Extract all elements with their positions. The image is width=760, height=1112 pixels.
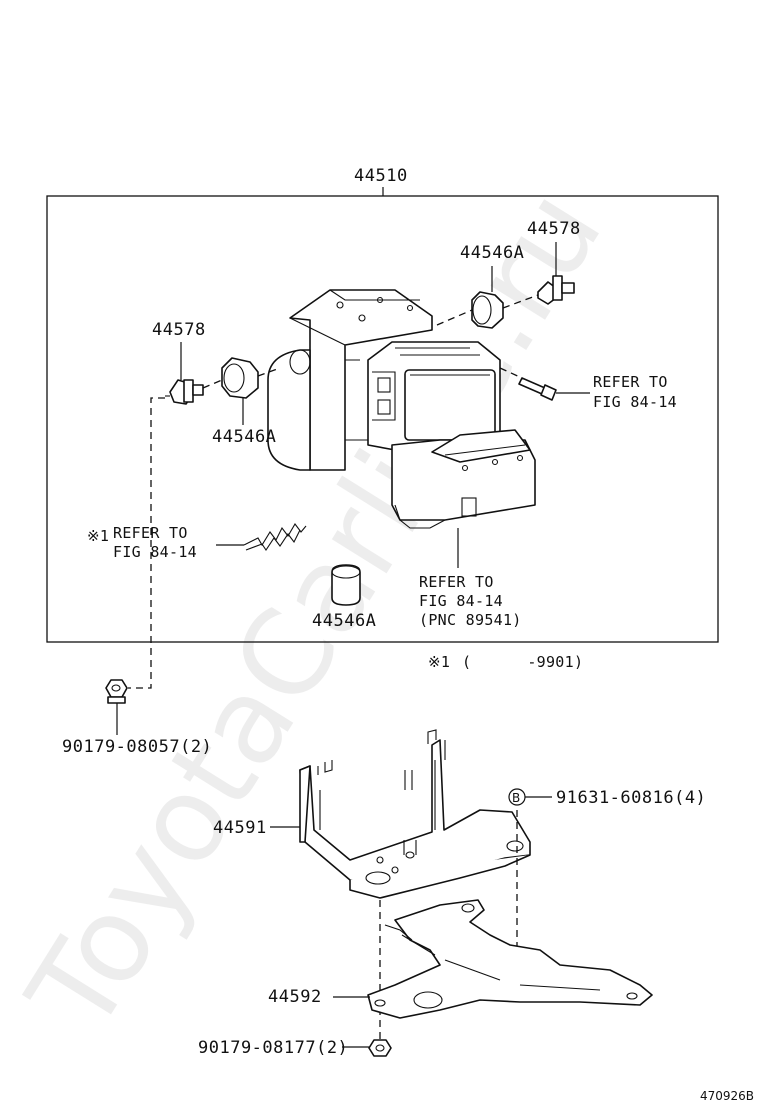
abs-actuator <box>267 289 536 529</box>
label-refer-bottom-2: FIG 84-14 <box>419 592 503 610</box>
bolt-44578-left <box>165 379 204 405</box>
label-91631-60816: 91631-60816(4) <box>556 788 706 808</box>
label-refer-left-mark: ※1 <box>87 527 109 545</box>
label-refer-bottom-1: REFER TO <box>419 573 494 591</box>
label-refer-right-2: FIG 84-14 <box>593 393 677 411</box>
label-44546a-bottom: 44546A <box>312 611 376 631</box>
cushion-44546a-bottom <box>331 564 361 606</box>
refer-bolt-right <box>518 377 557 401</box>
label-refer-left-2: FIG 84-14 <box>113 543 197 561</box>
footnote-mark: ※1 <box>428 653 450 671</box>
label-44510: 44510 <box>354 166 408 186</box>
wire-clip <box>243 523 307 551</box>
label-90179-08177: 90179-08177(2) <box>198 1038 348 1058</box>
label-refer-right-1: REFER TO <box>593 373 668 391</box>
bolt-b-marker: B <box>508 788 526 806</box>
bolt-44578-right <box>537 275 575 305</box>
bracket-44591 <box>299 729 531 899</box>
footnote-text: ( -9901) <box>462 653 583 671</box>
label-44546a-right: 44546A <box>460 243 524 263</box>
label-refer-bottom-3: (PNC 89541) <box>419 611 522 629</box>
cushion-44546a-left <box>221 357 259 399</box>
label-refer-left-1: REFER TO <box>113 524 188 542</box>
label-44546a-left: 44546A <box>212 427 276 447</box>
figure-number: 470926B <box>700 1089 754 1103</box>
label-44578-right: 44578 <box>527 219 581 239</box>
label-44578-left: 44578 <box>152 320 206 340</box>
nut-90179-08177 <box>368 1039 392 1057</box>
plate-44592 <box>367 899 653 1019</box>
label-90179-08057: 90179-08057(2) <box>62 737 212 757</box>
bolt-b-marker-letter: B <box>512 791 520 805</box>
nut-90179-08057 <box>105 679 128 704</box>
label-44592: 44592 <box>268 987 322 1007</box>
cushion-44546a-right <box>471 291 504 329</box>
label-44591: 44591 <box>213 818 267 838</box>
